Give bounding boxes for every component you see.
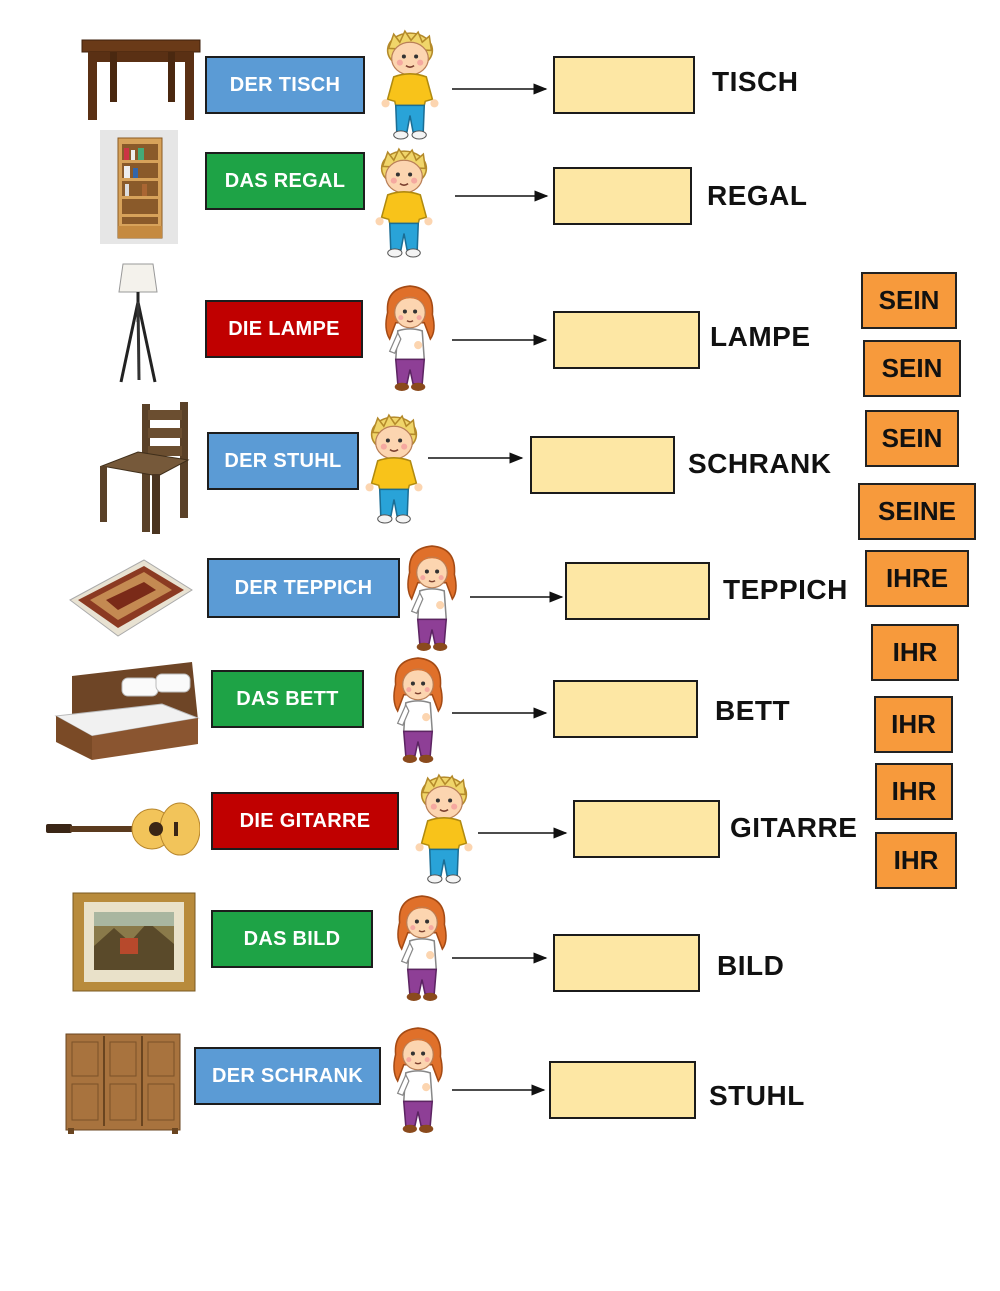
noun-word: SCHRANK — [688, 448, 832, 479]
carpet-icon — [69, 559, 193, 637]
girl-icon — [393, 1027, 443, 1134]
article-label[interactable]: DER TISCH — [205, 56, 365, 114]
noun-word: REGAL — [707, 180, 808, 211]
answer-drop-box[interactable] — [553, 680, 698, 738]
girl-icon — [385, 285, 435, 392]
arrow-icon — [452, 707, 548, 719]
arrow-icon — [470, 591, 564, 603]
article-label[interactable]: DAS BILD — [211, 910, 373, 968]
arrow-icon — [452, 334, 548, 346]
girl-icon — [407, 545, 457, 652]
boy-icon — [414, 774, 474, 884]
arrow-icon — [455, 190, 549, 202]
answer-drop-box[interactable] — [573, 800, 720, 858]
draggable-chip[interactable]: SEIN — [863, 340, 961, 397]
noun-word: BETT — [715, 695, 791, 726]
answer-drop-box[interactable] — [553, 934, 700, 992]
draggable-chip[interactable]: IHR — [874, 696, 953, 753]
framed-picture-icon — [72, 892, 196, 992]
article-label[interactable]: DER SCHRANK — [194, 1047, 381, 1105]
boy-icon — [364, 414, 424, 524]
answer-drop-box[interactable] — [553, 311, 700, 369]
answer-drop-box[interactable] — [565, 562, 710, 620]
answer-drop-box[interactable] — [530, 436, 675, 494]
table-icon — [81, 39, 201, 120]
wardrobe-icon — [65, 1033, 181, 1134]
answer-drop-box[interactable] — [549, 1061, 696, 1119]
draggable-chip[interactable]: SEIN — [865, 410, 959, 467]
article-label[interactable]: DER TEPPICH — [207, 558, 400, 618]
article-label[interactable]: DAS BETT — [211, 670, 364, 728]
draggable-chip[interactable]: IHR — [875, 832, 957, 889]
article-label[interactable]: DER STUHL — [207, 432, 359, 490]
girl-icon — [393, 657, 443, 764]
boy-icon — [380, 30, 440, 140]
draggable-chip[interactable]: SEIN — [861, 272, 957, 329]
guitar-icon — [46, 802, 200, 856]
article-label[interactable]: DIE GITARRE — [211, 792, 399, 850]
noun-word: GITARRE — [730, 812, 858, 843]
draggable-chip[interactable]: IHR — [875, 763, 953, 820]
noun-word: TISCH — [712, 66, 799, 97]
bed-icon — [54, 662, 200, 760]
article-label[interactable]: DAS REGAL — [205, 152, 365, 210]
boy-icon — [374, 148, 434, 258]
arrow-icon — [452, 952, 548, 964]
noun-word: STUHL — [709, 1080, 805, 1111]
article-label[interactable]: DIE LAMPE — [205, 300, 363, 358]
arrow-icon — [452, 1084, 546, 1096]
draggable-chip[interactable]: IHRE — [865, 550, 969, 607]
arrow-icon — [428, 452, 524, 464]
arrow-icon — [452, 83, 548, 95]
draggable-chip[interactable]: SEINE — [858, 483, 976, 540]
floor-lamp-icon — [118, 263, 158, 383]
draggable-chip[interactable]: IHR — [871, 624, 959, 681]
answer-drop-box[interactable] — [553, 167, 692, 225]
noun-word: LAMPE — [710, 321, 811, 352]
noun-word: BILD — [717, 950, 785, 981]
arrow-icon — [478, 827, 568, 839]
chair-icon — [100, 402, 190, 534]
bookshelf-icon — [100, 130, 178, 244]
answer-drop-box[interactable] — [553, 56, 695, 114]
girl-icon — [397, 895, 447, 1002]
noun-word: TEPPICH — [723, 574, 848, 605]
